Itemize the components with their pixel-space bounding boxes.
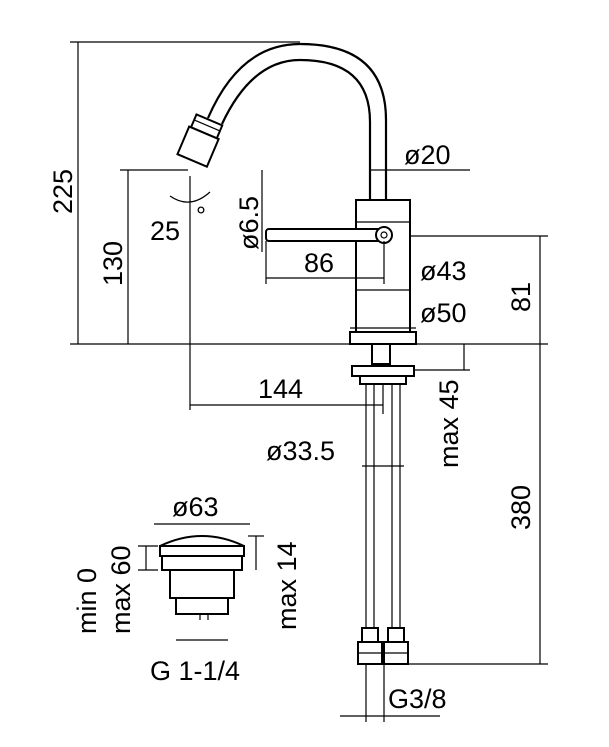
label-waste-lift-max: max 60 bbox=[106, 545, 136, 634]
label-degree: ° bbox=[196, 202, 206, 230]
label-height-total: 225 bbox=[48, 169, 78, 214]
label-body-height: 81 bbox=[506, 282, 536, 312]
label-waste-lift-min: min 0 bbox=[72, 568, 102, 634]
label-waste-thread: G 1-1/4 bbox=[150, 656, 240, 686]
label-spout-reach: 144 bbox=[258, 374, 303, 404]
label-hose-thread: G3/8 bbox=[388, 684, 447, 714]
label-deck-thickness: max 45 bbox=[434, 379, 464, 468]
mixer-outline bbox=[176, 42, 417, 665]
label-body-dia: ø43 bbox=[420, 256, 467, 286]
label-waste-height: max 14 bbox=[272, 541, 302, 630]
label-hole-dia: ø33.5 bbox=[266, 436, 335, 466]
waste-valve-outline bbox=[138, 523, 264, 641]
dimension-lines bbox=[70, 41, 548, 722]
label-height-spout: 130 bbox=[98, 241, 128, 286]
label-spout-dia: ø20 bbox=[404, 140, 451, 170]
label-hose-length: 380 bbox=[506, 485, 536, 530]
label-base-dia: ø50 bbox=[420, 298, 467, 328]
label-aerator-dia: ø6.5 bbox=[234, 196, 264, 250]
label-spout-angle: 25 bbox=[150, 216, 180, 246]
label-lever-reach: 86 bbox=[304, 248, 334, 278]
label-waste-cap-dia: ø63 bbox=[172, 492, 219, 522]
